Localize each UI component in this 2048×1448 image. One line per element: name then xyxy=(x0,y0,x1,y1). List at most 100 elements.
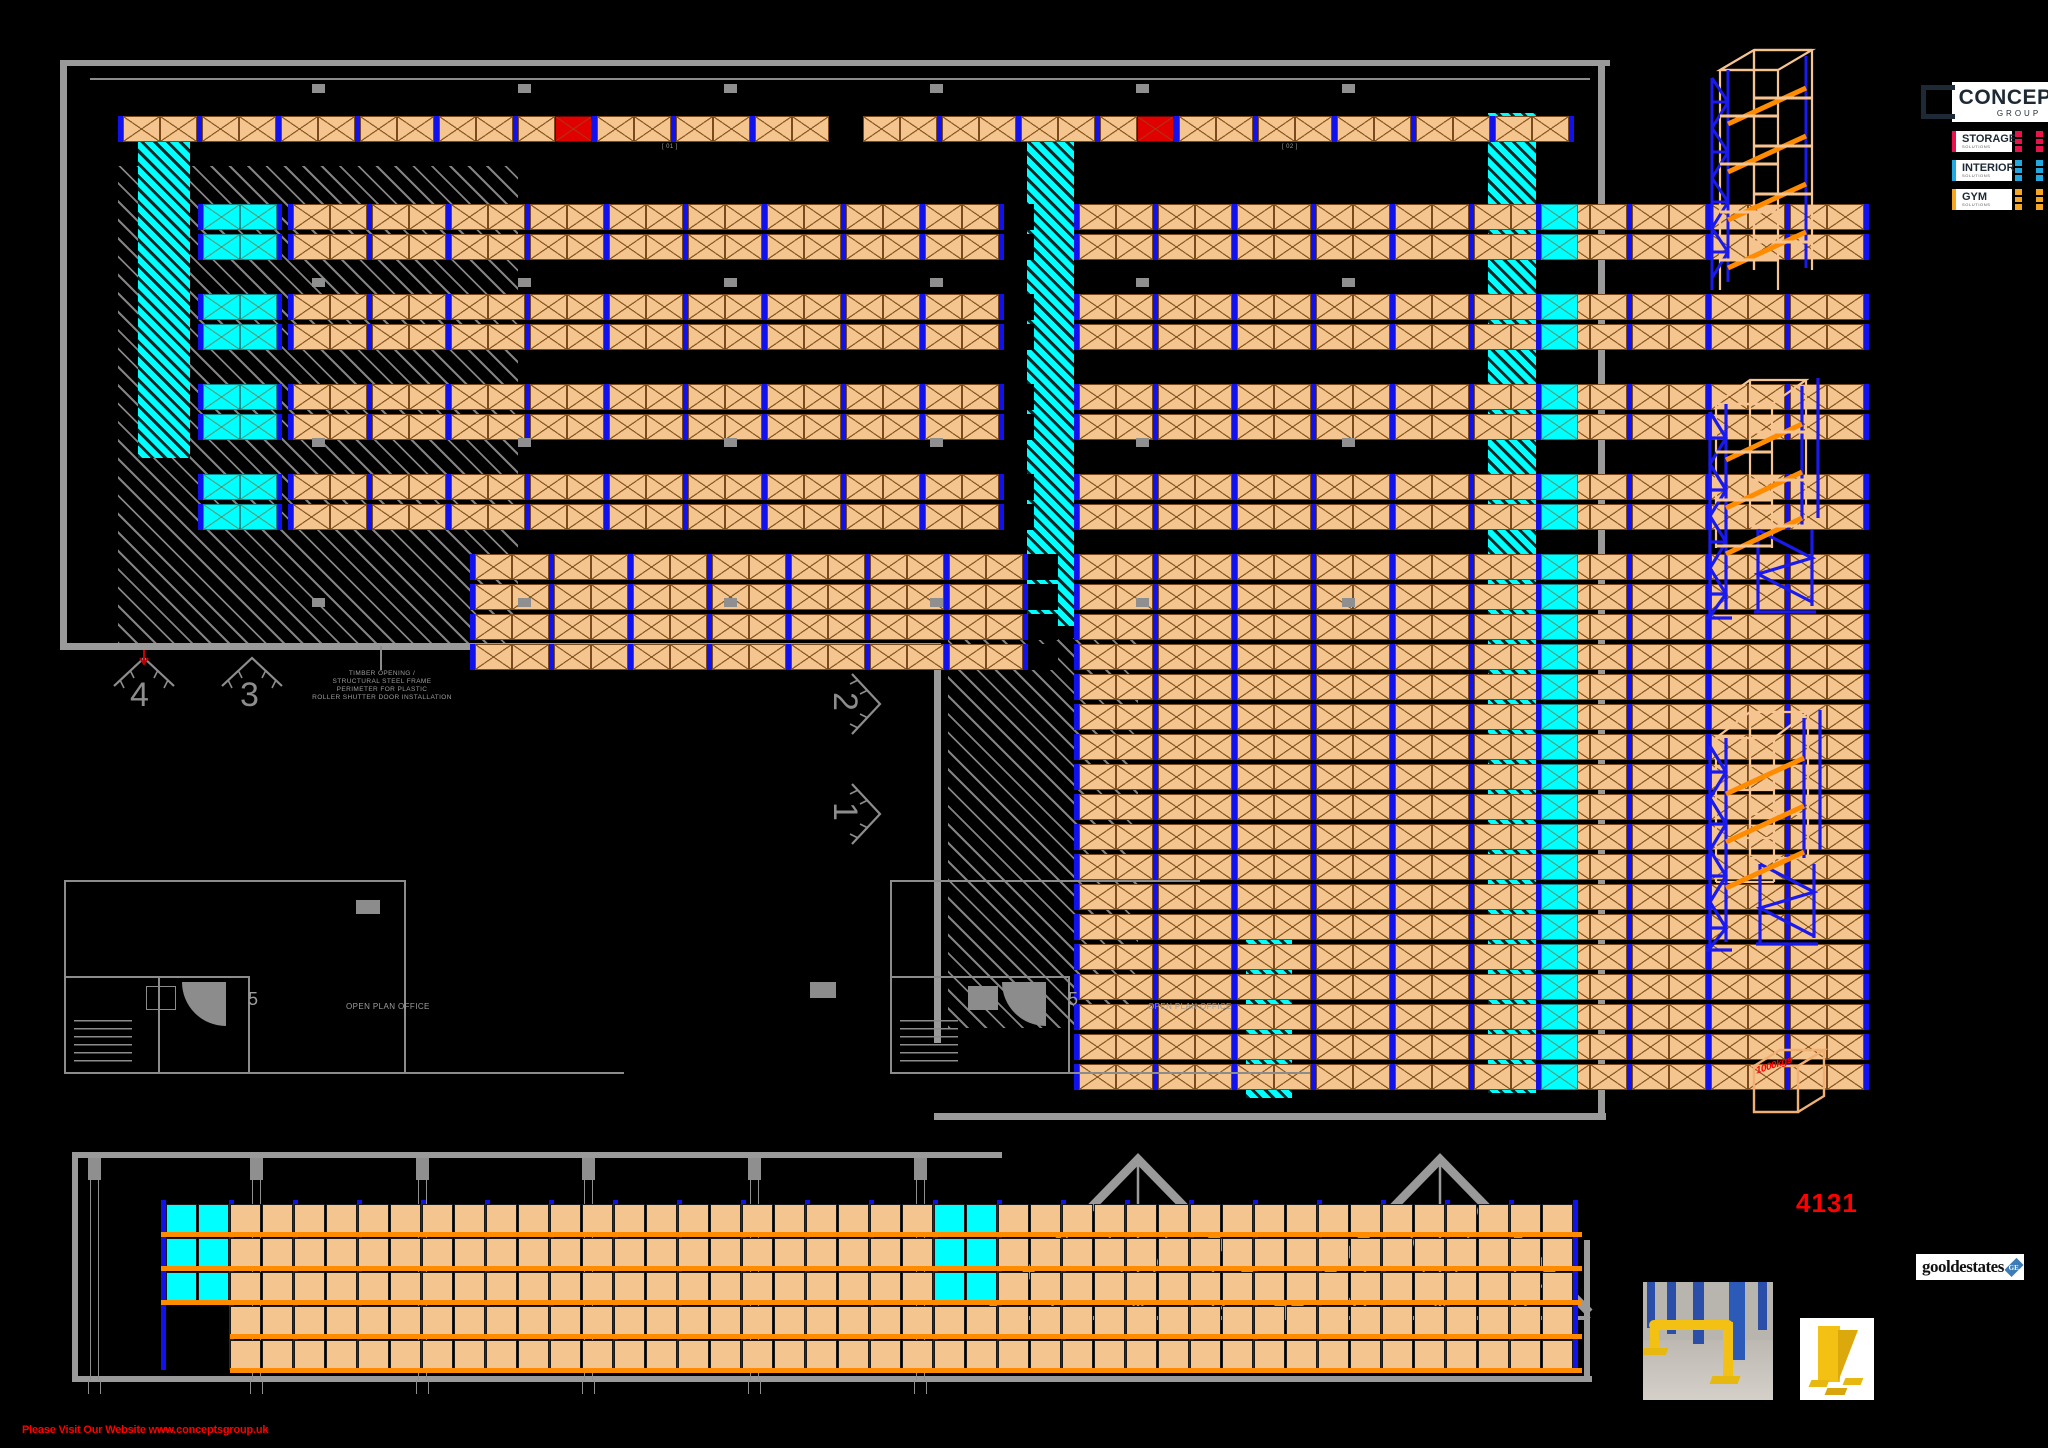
rack-bay xyxy=(451,414,488,440)
elevation-pallet xyxy=(1222,1306,1253,1335)
photo-rack-upright xyxy=(1729,1282,1745,1360)
elevation-pallet xyxy=(646,1238,677,1267)
brand-name: INTERIOR xyxy=(1962,161,2015,174)
rack-upright xyxy=(1864,824,1869,850)
rack-bay xyxy=(451,204,488,230)
elevation-pallet xyxy=(742,1306,773,1335)
rack-bay xyxy=(1374,116,1411,142)
rack-upright xyxy=(1469,764,1474,790)
rack-bay xyxy=(1274,504,1311,530)
structural-column xyxy=(1136,278,1149,287)
office-partition-1 xyxy=(64,976,250,978)
elevation-pallet xyxy=(326,1272,357,1301)
rack-upright xyxy=(1074,614,1079,640)
rack-bay xyxy=(1079,1034,1116,1060)
structural-column xyxy=(518,598,531,607)
rack-bay xyxy=(1590,944,1627,970)
rack-bay xyxy=(488,504,525,530)
rack-bay xyxy=(1395,944,1432,970)
rack-row xyxy=(1536,584,1578,610)
wall-mid-vertical xyxy=(934,643,941,1043)
rack-bay xyxy=(1790,414,1827,440)
rack-bay xyxy=(1827,674,1864,700)
rack-bay xyxy=(451,474,488,500)
rack-bay xyxy=(1237,324,1274,350)
rack-upright xyxy=(1785,324,1790,350)
rack-upright xyxy=(1390,704,1395,730)
rack-upright xyxy=(786,554,791,580)
rack-upright xyxy=(1785,384,1790,410)
elevation-pallet xyxy=(518,1204,549,1233)
rack-upright xyxy=(276,116,281,142)
elevation-pallet-highlighted xyxy=(966,1204,997,1233)
rack-bay xyxy=(1669,1034,1706,1060)
rack-upright xyxy=(525,204,530,230)
rack-bay xyxy=(1827,1004,1864,1030)
rack-bay xyxy=(1079,584,1116,610)
elevation-pallet xyxy=(806,1204,837,1233)
rack-row xyxy=(1074,704,1869,730)
rack-upright xyxy=(762,504,767,530)
brand-dots-2 xyxy=(2036,131,2043,153)
rack-bay xyxy=(1711,294,1748,320)
rack-bay xyxy=(925,204,962,230)
rack-upright xyxy=(1232,204,1237,230)
rack-bay xyxy=(1632,854,1669,880)
rack-aisle-gap xyxy=(1004,294,1034,320)
fire-point-tag-01: [ 01 ] xyxy=(662,144,678,150)
rack-bay xyxy=(1274,764,1311,790)
rack-upright xyxy=(446,414,451,440)
rack-upright xyxy=(277,294,282,320)
rack-upright xyxy=(1311,644,1316,670)
structural-column xyxy=(312,598,325,607)
rack-upright xyxy=(841,294,846,320)
elevation-pallet xyxy=(294,1340,325,1369)
rack-upright xyxy=(1536,554,1541,580)
rack-upright xyxy=(1023,614,1028,640)
rack-bay xyxy=(318,116,355,142)
rack-upright xyxy=(707,614,712,640)
rack-bay xyxy=(1353,644,1390,670)
rack-row xyxy=(1536,1034,1578,1060)
rack-bay xyxy=(883,504,920,530)
rack-bay xyxy=(1711,1004,1748,1030)
elevation-pallet xyxy=(358,1340,389,1369)
rack-bay xyxy=(1237,644,1274,670)
rack-row xyxy=(1536,294,1578,320)
rack-bay-highlighted xyxy=(240,204,277,230)
rack-upright xyxy=(1785,294,1790,320)
rack-bay xyxy=(1353,974,1390,1000)
office-plan-centre: OPEN PLAN OFFICE 5 xyxy=(810,880,1350,1120)
rack-upright xyxy=(920,474,925,500)
rack-bay xyxy=(609,474,646,500)
rack-upright xyxy=(1232,614,1237,640)
rack-bay xyxy=(925,234,962,260)
rack-bay xyxy=(1590,734,1627,760)
rack-row xyxy=(470,554,1058,580)
rack-bay xyxy=(1079,204,1116,230)
rack-upright xyxy=(841,504,846,530)
rack-upright xyxy=(1311,914,1316,940)
rack-bay xyxy=(409,234,446,260)
rack-bay xyxy=(1590,1064,1627,1090)
rack-upright xyxy=(1153,914,1158,940)
rack-bay xyxy=(1353,554,1390,580)
rack-upright xyxy=(1785,944,1790,970)
rack-upright xyxy=(198,474,203,500)
rack-bay xyxy=(979,116,1016,142)
rack-bay xyxy=(1827,414,1864,440)
rack-bay xyxy=(1079,824,1116,850)
rack-upright xyxy=(1232,824,1237,850)
rack-bay xyxy=(1395,764,1432,790)
rack-upright xyxy=(1311,884,1316,910)
rack-bay xyxy=(1116,324,1153,350)
rack-upright xyxy=(198,384,203,410)
rack-bay xyxy=(1158,674,1195,700)
rack-upright xyxy=(1469,1064,1474,1090)
rack-bay xyxy=(1474,414,1511,440)
elevation-pallet xyxy=(1094,1238,1125,1267)
elevation-pallet xyxy=(646,1204,677,1233)
elevation-pallet xyxy=(390,1272,421,1301)
office-wall-top xyxy=(64,880,406,882)
rack-bay xyxy=(160,116,197,142)
